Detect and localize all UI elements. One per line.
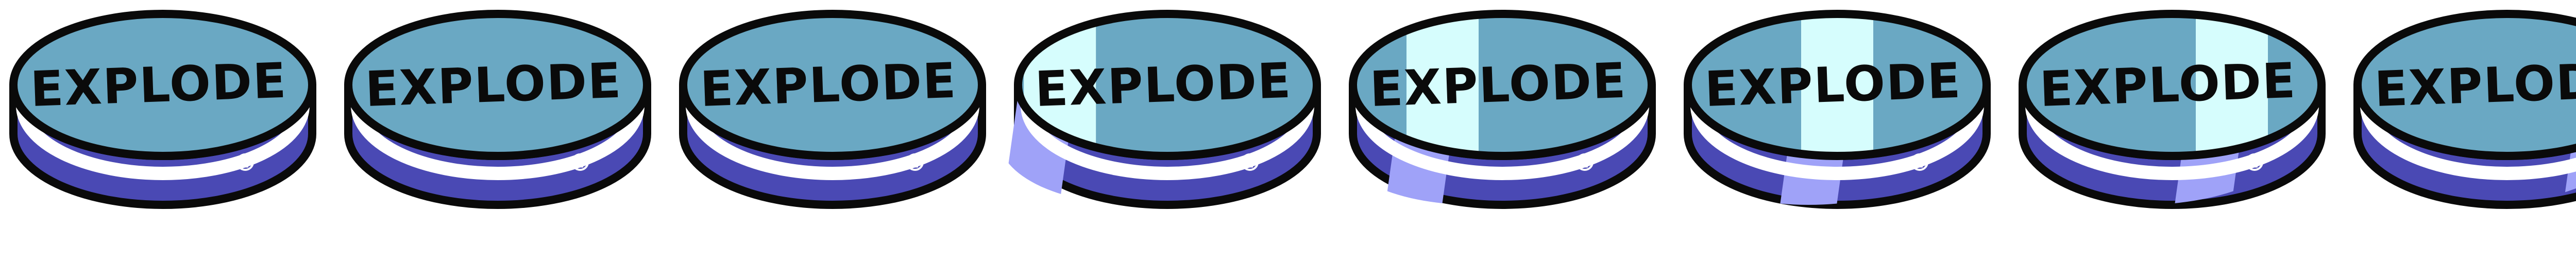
button-label: EXPLODE	[699, 53, 958, 118]
button-label: EXPLODE	[364, 53, 623, 118]
face-shine	[1406, 16, 1479, 154]
explode-button-frame-7[interactable]: EXPLODE	[2009, 0, 2344, 263]
button-label: EXPLODE	[1369, 53, 1628, 118]
skull-icon	[2246, 153, 2263, 171]
explode-button-frame-2[interactable]: EXPLODE	[335, 0, 670, 263]
button-label: EXPLODE	[1034, 53, 1293, 118]
explode-button-frame-1[interactable]: EXPLODE	[0, 0, 335, 263]
button-face	[350, 16, 645, 154]
skull-icon	[1911, 153, 1928, 171]
skull-icon	[1576, 153, 1594, 171]
button-face	[2360, 16, 2576, 154]
button-face	[685, 16, 980, 154]
button-rim	[16, 99, 310, 180]
button-face	[15, 16, 310, 154]
button-label: EXPLODE	[2039, 53, 2297, 118]
button-rim	[2360, 99, 2576, 180]
button-label: EXPLODE	[2374, 53, 2576, 118]
button-rim	[686, 99, 979, 180]
explode-button-frame-6[interactable]: EXPLODE	[1674, 0, 2009, 263]
explode-button-frame-4[interactable]: EXPLODE	[1005, 0, 1340, 263]
button-rim	[351, 99, 645, 180]
button-rim	[1355, 99, 1649, 180]
skull-icon	[571, 153, 589, 171]
skull-icon	[236, 153, 254, 171]
explode-button-frame-8[interactable]: EXPLODE	[2344, 0, 2576, 263]
skull-icon	[1241, 153, 1259, 171]
button-rim	[2025, 99, 2319, 180]
skull-icon	[906, 153, 924, 171]
button-rim	[1021, 99, 1314, 180]
button-label: EXPLODE	[1704, 53, 1962, 118]
face-shine	[2196, 16, 2268, 154]
button-rim	[1690, 99, 1984, 180]
face-shine	[1801, 16, 1873, 154]
button-label: EXPLODE	[29, 53, 288, 118]
explode-button-frame-5[interactable]: EXPLODE	[1340, 0, 1674, 263]
explode-button-frame-3[interactable]: EXPLODE	[670, 0, 1005, 263]
